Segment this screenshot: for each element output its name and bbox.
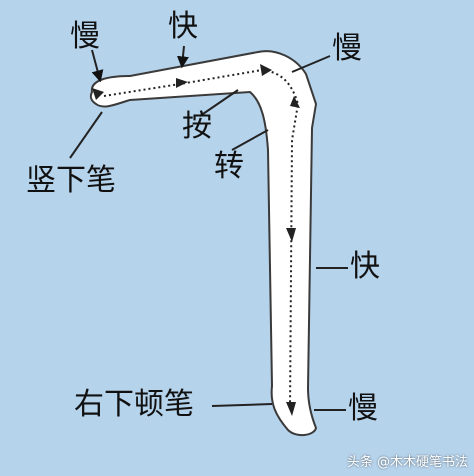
arrow-icon bbox=[286, 402, 296, 416]
label-fast-top: 快 bbox=[168, 9, 198, 44]
leader-line bbox=[211, 403, 273, 407]
arrow-icon bbox=[260, 64, 272, 76]
label-slow-bottom-right: 慢 bbox=[348, 391, 378, 426]
label-press: 按 bbox=[182, 109, 212, 144]
leader-line bbox=[91, 49, 104, 83]
label-turn: 转 bbox=[214, 149, 244, 184]
leader-line bbox=[199, 89, 239, 117]
arrow-icon bbox=[290, 96, 300, 108]
stroke-shape bbox=[89, 50, 318, 436]
label-right-down-pause: 右下顿笔 bbox=[74, 387, 194, 422]
leader-line bbox=[176, 45, 189, 69]
arrow-icon bbox=[176, 78, 188, 88]
label-fast-right: 快 bbox=[350, 249, 380, 284]
leader-line bbox=[291, 55, 331, 73]
start-arrow-icon bbox=[92, 88, 104, 100]
label-vertical-down-stroke: 竖下笔 bbox=[26, 163, 116, 198]
leader-line bbox=[231, 129, 269, 151]
label-slow-top-right: 慢 bbox=[332, 31, 362, 66]
arrow-icon bbox=[286, 228, 296, 242]
watermark: 头条 @木木硬笔书法 bbox=[346, 455, 468, 470]
label-slow-top-left: 慢 bbox=[70, 19, 100, 54]
leader-line bbox=[69, 111, 103, 159]
